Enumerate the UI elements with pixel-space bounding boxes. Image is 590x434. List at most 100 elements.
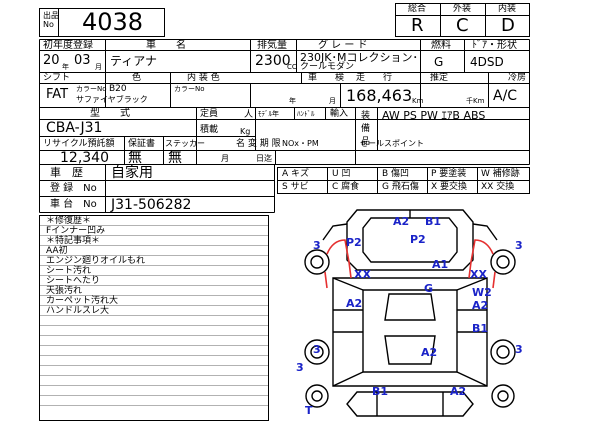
legend-b: B 傷凹 [382,169,410,179]
selling-point-label: セールスポイント [360,139,424,148]
mark-p2-roof: P2 [410,233,426,246]
special-item: AA初 [46,246,68,256]
equipment-list: AW PS PW ｴｱB ABS [382,109,486,122]
grade-label: グ レ ー ド [318,40,368,51]
special-item: エンジン廻りオイルもれ [46,256,146,266]
car-damage-diagram [304,209,516,417]
reg-month: 03 [74,53,91,68]
legend-w: W 補修跡 [481,169,520,179]
mark-t-bottom: T [305,404,313,417]
interior-label: 内装 [498,4,517,14]
legend-s: S サビ [282,182,309,192]
special-header: ＊特記事項＊ [46,236,101,246]
legend-x: X 要交換 [431,182,468,192]
special-item: シート汚れ [46,266,92,276]
legend-g: G 飛石傷 [382,182,419,192]
legend-xx: XX 交換 [481,182,515,192]
special-item: ハンドルスレ大 [46,306,110,316]
reg-year-unit: 年 [62,63,69,71]
mark-b1-bottom: B1 [372,385,389,398]
car-name: ティアナ [110,54,158,68]
load-label: 積載 [200,125,219,135]
cc-unit: CC [287,63,297,71]
warranty-label: 保証書 [128,139,156,149]
special-item: シートへたり [46,276,101,286]
capacity-label: 定員 [200,109,219,119]
mark-a2-left: A2 [346,297,363,310]
person-unit: 人 [244,110,254,120]
model-label: 型 式 [90,108,130,119]
color-label: 色 [132,73,142,83]
mileage: 168,463 [346,86,413,105]
mark-three-top-left: 3 [313,239,321,252]
usage-label: 車 歴 [50,166,83,179]
equipment-label: 装 備 品 [361,111,371,147]
chassis-no-label: 車 台 No [50,199,97,210]
mark-a2-right: A2 [472,299,489,312]
legend-c: C 腐食 [332,182,360,192]
first-reg-label: 初年度登録 [43,40,93,51]
kg-unit: Kg [240,127,251,136]
mark-xx-left: XX [354,268,371,281]
displacement: 2300 [255,53,291,69]
legend-p: P 要塗装 [431,169,467,179]
handle-label: ﾊﾝﾄﾞﾙ [297,110,315,118]
mark-three-mid-left: 3 [313,343,321,356]
overall-label: 総合 [408,4,427,14]
color-no-label: カラーNo [76,85,107,93]
inspection-year-unit: 年 [289,97,296,105]
repair-header: ＊修復歴＊ [46,216,92,226]
exterior-label: 外装 [453,4,472,14]
overall-grade: R [411,15,424,36]
mark-three-top-right: 3 [515,239,523,252]
usage: 自家用 [111,165,153,181]
exterior-grade: C [456,15,469,36]
interior-grade: D [501,15,515,36]
legend-a: A キズ [282,169,310,179]
door-shape: 4DSD [470,55,504,69]
warranty-value: 無 [128,150,142,166]
estimate-label: 推定 [430,73,449,83]
mark-three-bottom-left: 3 [296,361,304,374]
model-code: CBA-J31 [46,120,103,136]
fuel: G [434,55,444,69]
name-change-day-unit: 日迄 [256,154,272,163]
special-item: カーペット汚れ大 [46,296,119,306]
shift-label: シフト [43,73,71,83]
nox-label: NOx・PM [282,139,319,148]
inspection-label: 車 検 [308,73,345,83]
mark-a2-bottom-right: A2 [450,385,467,398]
recycle-amount: 12,340 [60,150,109,166]
km-unit: Km [412,97,424,105]
ac: A/C [493,88,518,104]
fuel-label: 燃料 [431,40,451,51]
sticker-label: ステッカー [165,139,205,148]
name-change-month-unit: 月 [221,154,229,163]
color-name: サファイヤブラック [76,95,148,104]
repair-item: Fインナー凹み [46,226,106,236]
interior-color-label: 内 装 色 [187,73,220,83]
mark-a1-right: A1 [432,258,449,271]
reg-no-label: 登 録 No [50,183,97,194]
mark-g-center: G [424,282,434,295]
door-shape-label: ﾄﾞｱ・形状 [472,40,517,51]
color-no: B20 [109,84,127,94]
mark-p2-left: P2 [346,236,362,249]
lot-label: 出品 No [43,11,59,29]
mark-w2-right: W2 [472,286,492,299]
import-label: 輸入 [330,109,349,119]
mark-a2-top: A2 [393,215,410,228]
grade-line2: クールモダン [300,62,355,72]
reg-month-unit: 月 [95,63,102,71]
legend-u: U 凹 [332,169,351,179]
name-change-label: 名 変 期 限 [236,139,281,149]
inspection-month-unit: 月 [329,97,336,105]
displacement-label: 排気量 [257,40,287,51]
mark-b1-right: B1 [472,322,489,335]
sticker-value: 無 [168,150,182,166]
mileage-label: 走 行 [356,73,393,83]
grade-line1: 230JK･Mコレクション･ [300,51,418,64]
mark-three-mid-right: 3 [515,343,523,356]
interior-color-no-label: カラーNo [174,85,205,93]
